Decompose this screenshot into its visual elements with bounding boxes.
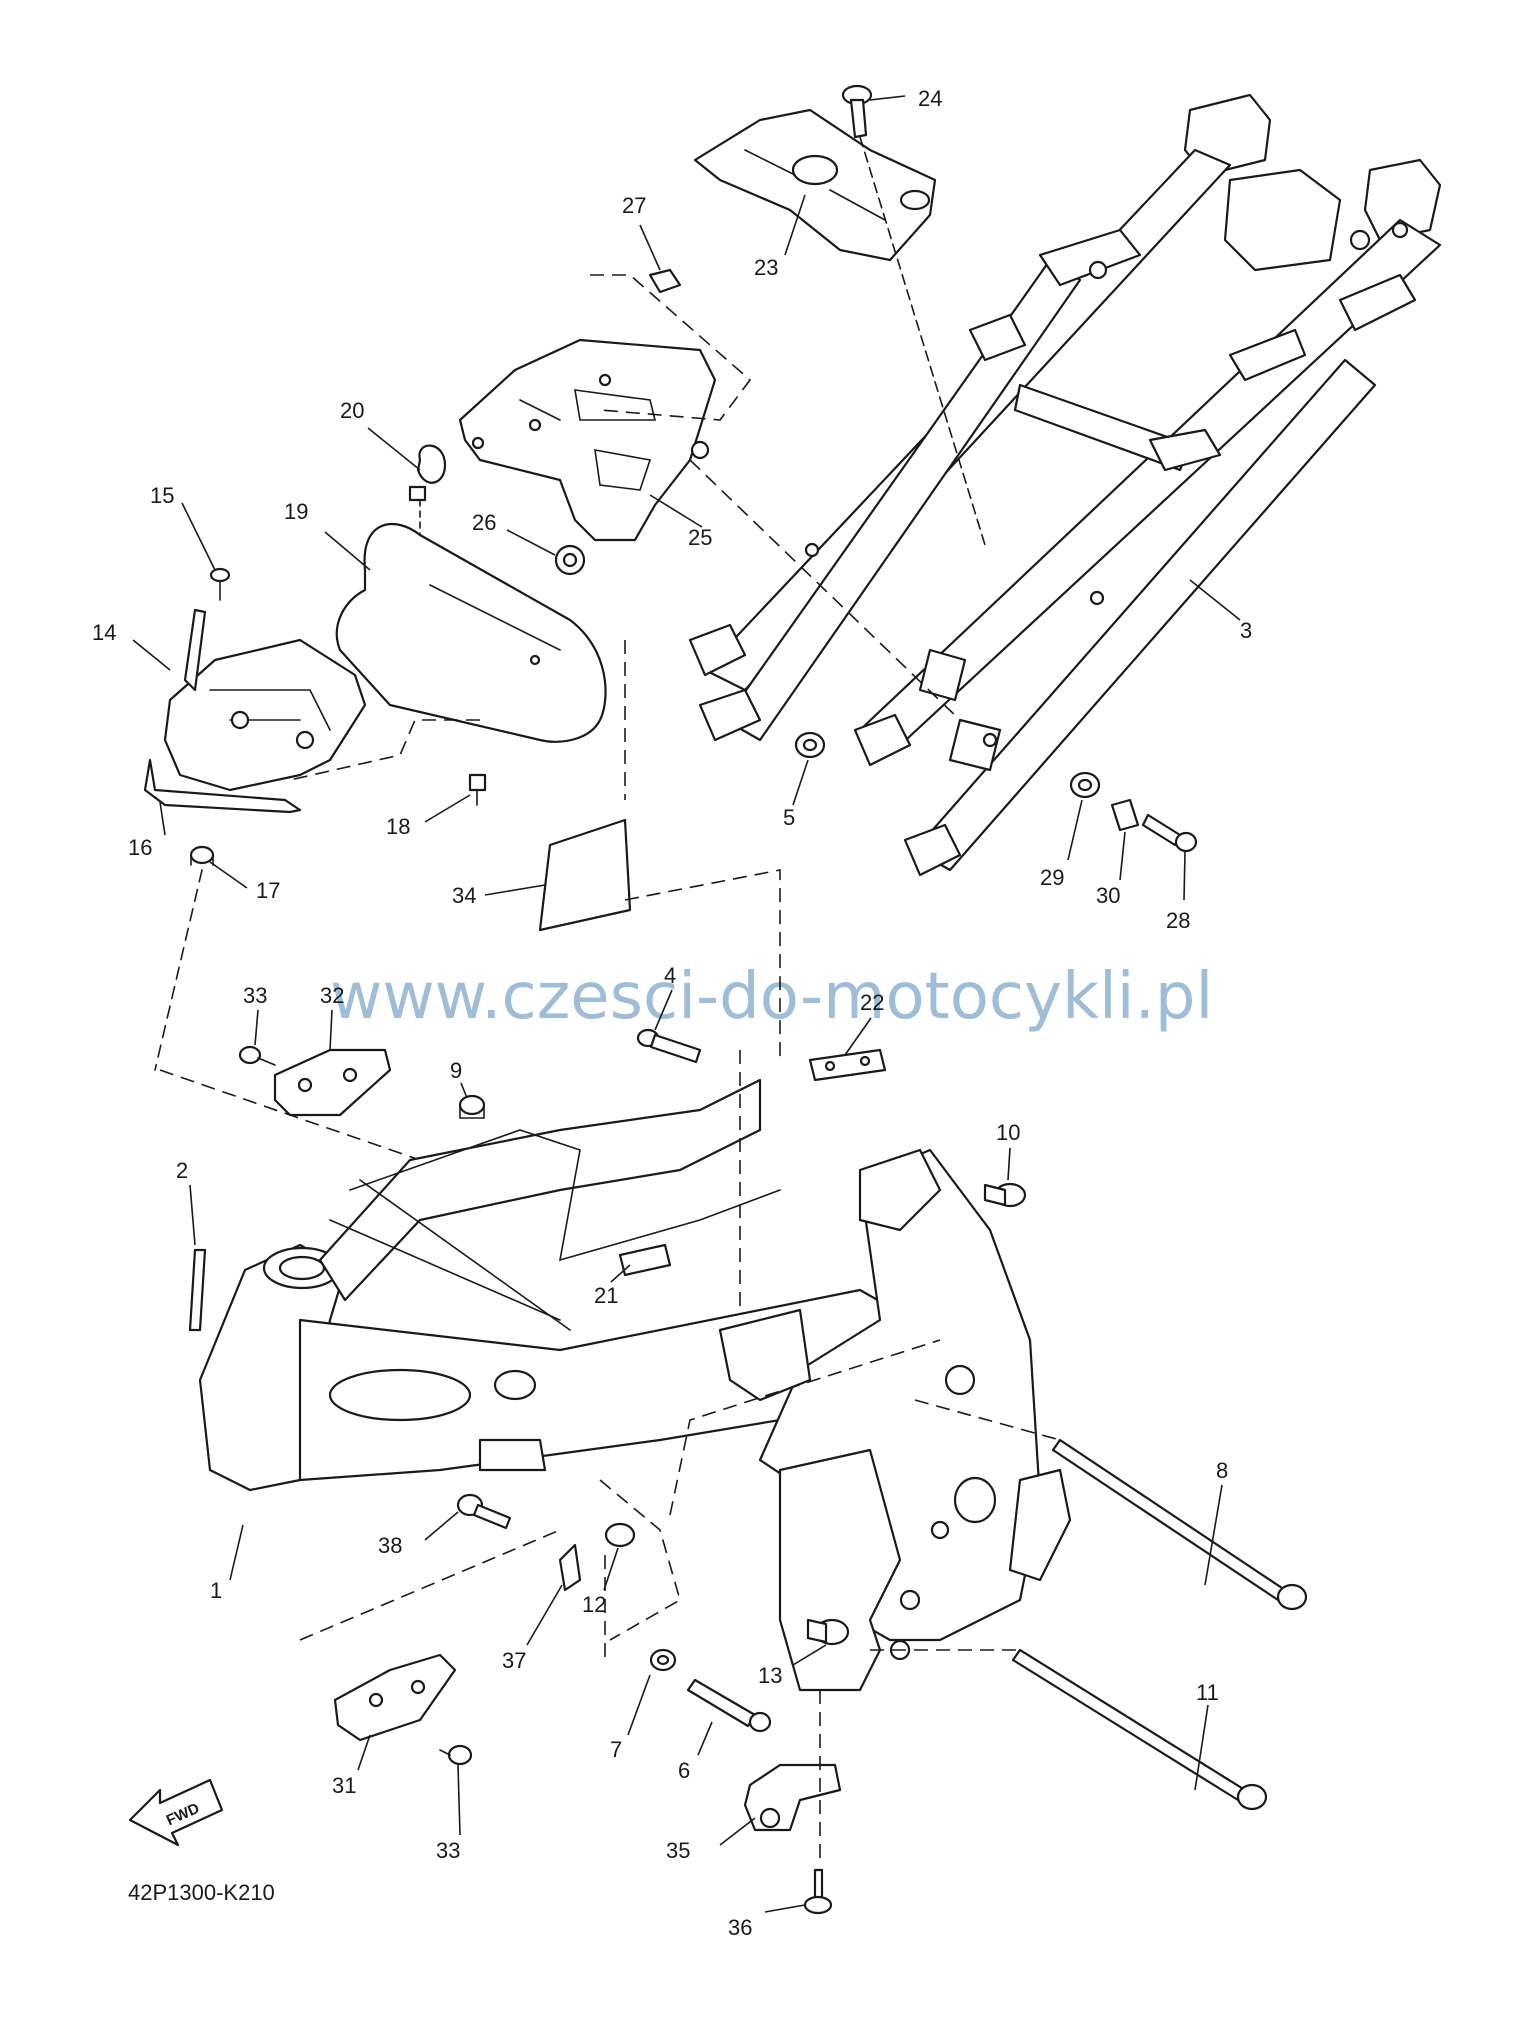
callout-25: 25 (688, 525, 712, 550)
callout-13: 13 (758, 1663, 782, 1688)
clamp-20 (408, 444, 447, 561)
callout-18: 18 (386, 814, 410, 839)
callout-28: 28 (1166, 908, 1190, 933)
collar-5 (794, 731, 826, 759)
callout-36: 36 (728, 1915, 752, 1940)
callout-22: 22 (860, 990, 884, 1015)
callout-29: 29 (1040, 865, 1064, 890)
long-bolt-8 (1051, 1438, 1308, 1611)
nut-12 (604, 1522, 636, 1548)
collar-13 (806, 1618, 850, 1646)
heat-shield (335, 522, 607, 743)
callout-7: 7 (610, 1737, 622, 1762)
main-frame (198, 1078, 1072, 1692)
callout-33-bottom: 33 (436, 1838, 460, 1863)
bolt-4 (636, 1028, 702, 1064)
cover-31 (333, 1653, 457, 1742)
rear-subframe (688, 93, 1442, 877)
leader-lines (132, 95, 1241, 1913)
callout-17: 17 (256, 878, 280, 903)
callout-31: 31 (332, 1773, 356, 1798)
collar-30 (1110, 798, 1140, 832)
screw-33-bottom (439, 1744, 473, 1766)
callout-12: 12 (582, 1592, 606, 1617)
plate-34 (538, 818, 632, 932)
seat-bracket (693, 108, 937, 262)
bolt-24 (841, 84, 986, 546)
callout-37: 37 (502, 1648, 526, 1673)
grommet-26 (554, 544, 586, 576)
fwd-arrow-icon: FWD (128, 1778, 224, 1847)
callout-24: 24 (918, 86, 942, 111)
callout-1: 1 (210, 1578, 222, 1603)
watermark-url: www.czesci-do-motocykli.pl (330, 960, 1213, 1034)
screw-15 (209, 567, 231, 601)
callout-numbers: 1 2 3 4 5 6 7 8 9 10 11 12 13 14 15 16 1… (92, 86, 1252, 1940)
callout-14: 14 (92, 620, 116, 645)
battery-box (143, 608, 367, 814)
callout-34: 34 (452, 883, 476, 908)
callout-19: 19 (284, 499, 308, 524)
callout-11: 11 (1196, 1680, 1219, 1705)
long-bolt-11 (1011, 1648, 1268, 1811)
plate-2 (188, 1248, 207, 1332)
collar-10 (983, 1182, 1027, 1208)
damper-17 (154, 845, 215, 1071)
callout-3: 3 (1240, 618, 1252, 643)
bracket-21 (618, 1243, 672, 1277)
callout-30: 30 (1096, 883, 1120, 908)
screw-33-top (238, 1045, 276, 1066)
bolt-38 (456, 1493, 512, 1530)
cover-sheet-27 (590, 268, 752, 421)
callout-10: 10 (996, 1120, 1020, 1145)
callout-9: 9 (450, 1058, 462, 1083)
callout-15: 15 (150, 483, 174, 508)
callout-23: 23 (754, 255, 778, 280)
damper-29 (1069, 771, 1101, 799)
callout-8: 8 (1216, 1458, 1228, 1483)
rivet-18 (468, 773, 487, 806)
callout-20: 20 (340, 398, 364, 423)
callout-33-top: 33 (243, 983, 267, 1008)
bracket-22 (808, 1048, 887, 1082)
collar-9 (458, 1094, 486, 1119)
callout-6: 6 (678, 1758, 690, 1783)
bracket-35 (743, 1763, 842, 1832)
bolt-6 (686, 1678, 772, 1733)
callout-32: 32 (320, 983, 344, 1008)
ecu-bracket (458, 338, 717, 542)
clip-37 (558, 1543, 582, 1592)
bolt-36 (803, 1868, 833, 1915)
callout-16: 16 (128, 835, 152, 860)
callout-38: 38 (378, 1533, 402, 1558)
bolt-28 (1141, 813, 1198, 853)
callout-5: 5 (783, 805, 795, 830)
callout-2: 2 (176, 1158, 188, 1183)
callout-27: 27 (622, 193, 646, 218)
washer-7 (649, 1648, 677, 1672)
diagram-code: 42P1300-K210 (128, 1880, 275, 1905)
callout-35: 35 (666, 1838, 690, 1863)
callout-26: 26 (472, 510, 496, 535)
callout-4: 4 (664, 963, 676, 988)
cover-32 (273, 1048, 392, 1117)
callout-21: 21 (594, 1283, 618, 1308)
